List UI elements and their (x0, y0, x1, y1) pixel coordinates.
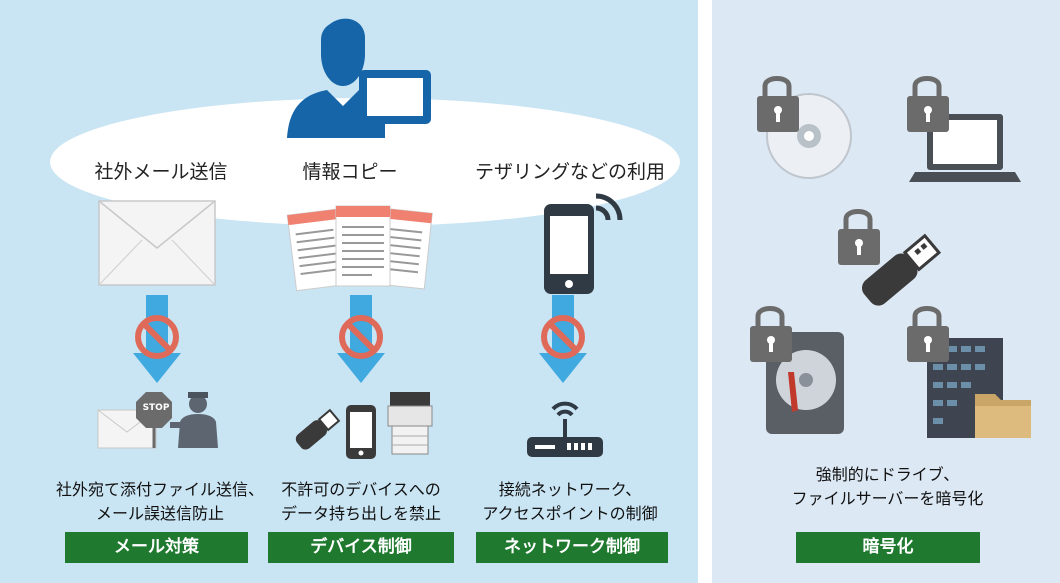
user-icon (287, 18, 431, 138)
badge-device-control: デバイス制御 (268, 532, 454, 563)
stop-sign-text: STOP (142, 403, 170, 413)
smartphone-icon (544, 193, 623, 294)
printer-icon (387, 392, 433, 455)
device-description-line2: データ持ち出しを禁止 (280, 504, 441, 523)
label-tethering: テザリングなどの利用 (474, 161, 665, 183)
encryption-description-line1: 強制的にドライブ、 (815, 465, 960, 484)
locked-disc-icon (757, 76, 852, 179)
badge-mail-measures: メール対策 (65, 532, 248, 563)
stop-officer-icon (97, 392, 218, 449)
locked-hdd-icon (750, 306, 844, 434)
email-description-line1: 社外宛て添付ファイル送信、 (55, 480, 264, 499)
device-description-line1: 不許可のデバイスへの (281, 480, 441, 499)
network-description: 接続ネットワーク、 アクセスポイントの制御 (470, 478, 670, 526)
locked-file-server-icon (907, 306, 1031, 438)
email-description: 社外宛て添付ファイル送信、 メール誤送信防止 (20, 478, 300, 526)
badge-network-control: ネットワーク制御 (476, 532, 668, 563)
network-description-line2: アクセスポイントの制御 (482, 504, 658, 523)
device-description: 不許可のデバイスへの データ持ち出しを禁止 (266, 478, 456, 526)
network-description-line1: 接続ネットワーク、 (498, 480, 642, 499)
label-info-copy: 情報コピー (302, 161, 398, 183)
phone-device-icon (346, 405, 376, 459)
blocked-arrow-2 (337, 295, 385, 383)
locked-usb-icon (838, 209, 942, 306)
label-email-send: 社外メール送信 (94, 161, 228, 183)
documents-icon (286, 205, 433, 292)
encryption-description-line2: ファイルサーバーを暗号化 (791, 489, 984, 508)
locked-laptop-icon (907, 76, 1021, 182)
blocked-arrow-1 (133, 295, 181, 383)
blocked-arrow-3 (539, 295, 587, 383)
encryption-description: 強制的にドライブ、 ファイルサーバーを暗号化 (770, 463, 1005, 511)
router-icon (527, 401, 603, 457)
usb-drive-icon (295, 408, 341, 450)
email-description-line2: メール誤送信防止 (95, 504, 224, 523)
envelope-icon (98, 200, 216, 286)
badge-encryption: 暗号化 (796, 532, 980, 563)
